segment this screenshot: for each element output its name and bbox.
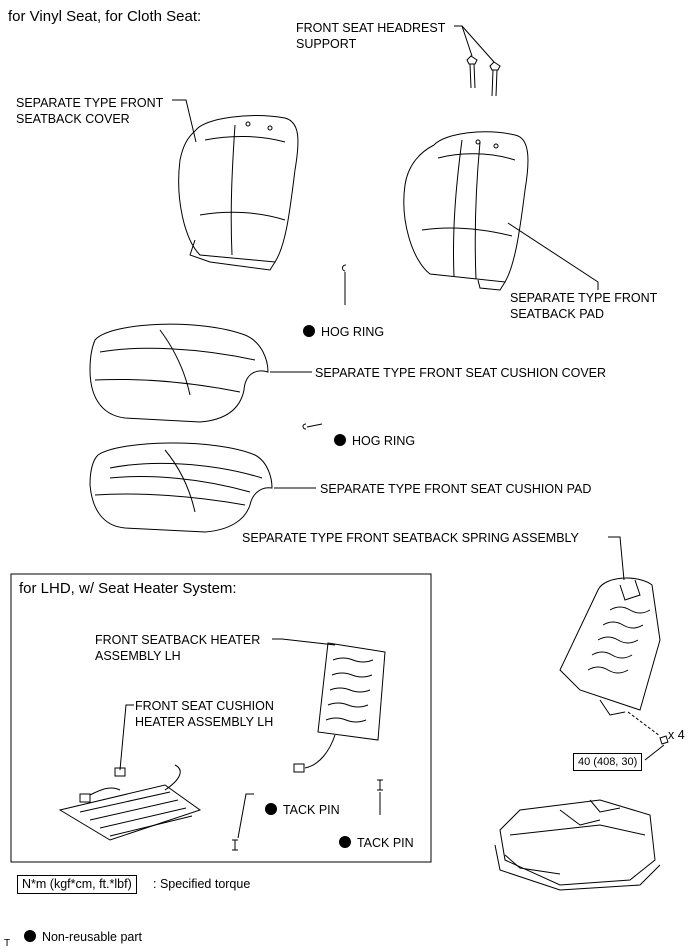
tack-pin-label-2: TACK PIN (332, 819, 414, 851)
non-reusable-legend: Non-reusable part (17, 913, 142, 945)
seat-frame-drawing (494, 799, 661, 891)
diagram-title: for Vinyl Seat, for Cloth Seat: (8, 8, 202, 25)
seatback-pad-label: SEPARATE TYPE FRONT SEATBACK PAD (510, 291, 658, 321)
quantity-label: x 4 (668, 728, 685, 742)
torque-value-box: 40 (408, 30) (573, 753, 643, 771)
seatback-pad-drawing (403, 131, 529, 291)
cushion-heater-drawing (58, 764, 202, 841)
spring-assembly-label: SEPARATE TYPE FRONT SEATBACK SPRING ASSE… (242, 531, 579, 545)
cushion-pad-label: SEPARATE TYPE FRONT SEAT CUSHION PAD (320, 482, 592, 496)
non-reusable-dot (333, 434, 346, 446)
headrest-support-label: FRONT SEAT HEADREST SUPPORT (296, 21, 446, 51)
torque-legend-text: : Specified torque (153, 877, 251, 891)
cushion-cover-drawing (89, 323, 269, 423)
spring-assembly-drawing (559, 577, 661, 716)
tack-pin-label-1: TACK PIN (258, 786, 340, 818)
headrest-support-drawing (466, 55, 501, 97)
seatback-heater-drawing (293, 642, 386, 773)
seatback-cover-label: SEPARATE TYPE FRONT SEATBACK COVER (16, 96, 164, 126)
cushion-heater-label: FRONT SEAT CUSHION HEATER ASSEMBLY LH (135, 699, 274, 729)
cushion-cover-label: SEPARATE TYPE FRONT SEAT CUSHION COVER (315, 366, 607, 380)
corner-mark: T (4, 938, 11, 949)
non-reusable-dot (302, 325, 315, 337)
seatback-cover-drawing (178, 115, 299, 271)
heater-box (10, 573, 432, 863)
hog-ring-label-2: HOG RING (327, 417, 415, 449)
hog-ring-label-1: HOG RING (296, 308, 384, 340)
cushion-pad-drawing (89, 442, 273, 533)
torque-unit-legend-box: N*m (kgf*cm, ft.*lbf) (17, 875, 137, 894)
non-reusable-dot (338, 836, 351, 848)
heater-box-title: for LHD, w/ Seat Heater System: (19, 580, 237, 597)
tack-pin-drawing (232, 779, 383, 851)
seatback-heater-label: FRONT SEATBACK HEATER ASSEMBLY LH (95, 633, 261, 663)
non-reusable-dot (23, 930, 36, 942)
non-reusable-dot (264, 803, 277, 815)
